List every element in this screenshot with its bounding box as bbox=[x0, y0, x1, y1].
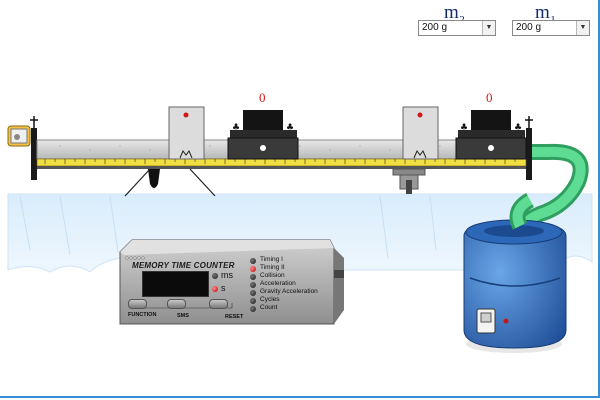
reset-button-label: RESET bbox=[225, 314, 244, 320]
sms-button-label: SMS bbox=[177, 313, 189, 319]
mode-led bbox=[250, 290, 256, 296]
counter-title: MEMORY TIME COUNTER bbox=[132, 261, 235, 270]
photogate-icon bbox=[402, 106, 439, 160]
cart-m2-count: 0 bbox=[259, 90, 266, 105]
mode-timing-ii[interactable]: Timing II bbox=[260, 264, 285, 271]
m2-label: m2 bbox=[444, 2, 465, 26]
cart-icon: ♣ ♣ bbox=[455, 110, 527, 160]
m1-label: m1 bbox=[535, 2, 556, 26]
unit-label-ms: ms bbox=[221, 270, 233, 280]
reset-button[interactable] bbox=[209, 299, 228, 309]
svg-text:♣: ♣ bbox=[232, 123, 240, 133]
photogate-icon bbox=[168, 106, 205, 160]
function-button[interactable] bbox=[128, 299, 147, 309]
unit-led-s bbox=[212, 286, 218, 292]
counter-display bbox=[142, 271, 209, 297]
unit-label-s: s bbox=[221, 283, 226, 293]
mode-gravity-acceleration[interactable]: Gravity Acceleration bbox=[260, 288, 318, 295]
mode-acceleration[interactable]: Acceleration bbox=[260, 280, 296, 287]
mode-collision[interactable]: Collision bbox=[260, 272, 285, 279]
chevron-down-icon[interactable]: ▼ bbox=[482, 21, 495, 35]
cart-icon: ♣ ♣ bbox=[227, 110, 299, 160]
light-source-icon bbox=[7, 125, 31, 147]
cart-m1-count: 0 bbox=[486, 90, 493, 105]
mode-led bbox=[250, 306, 256, 312]
unit-led-ms bbox=[212, 273, 218, 279]
m1-select[interactable]: 200 g ▼ bbox=[512, 20, 590, 36]
function-button-label: FUNCTION bbox=[128, 312, 157, 318]
svg-text:♣: ♣ bbox=[460, 123, 468, 133]
m2-select[interactable]: 200 g ▼ bbox=[418, 20, 496, 36]
sms-button[interactable] bbox=[167, 299, 186, 309]
mode-led bbox=[250, 282, 256, 288]
air-blower-icon bbox=[463, 219, 567, 353]
m1-select-value: 200 g bbox=[516, 22, 542, 33]
svg-text:♣: ♣ bbox=[286, 123, 294, 133]
chevron-down-icon[interactable]: ▼ bbox=[576, 21, 589, 35]
mode-cycles[interactable]: Cycles bbox=[260, 296, 280, 303]
mode-led bbox=[250, 298, 256, 304]
mode-count[interactable]: Count bbox=[260, 304, 278, 311]
svg-text:♣: ♣ bbox=[514, 123, 522, 133]
mode-led bbox=[250, 266, 256, 272]
mode-led bbox=[250, 274, 256, 280]
mode-timing-i[interactable]: Timing I bbox=[260, 256, 283, 263]
mode-led bbox=[250, 258, 256, 264]
m2-select-value: 200 g bbox=[422, 22, 448, 33]
